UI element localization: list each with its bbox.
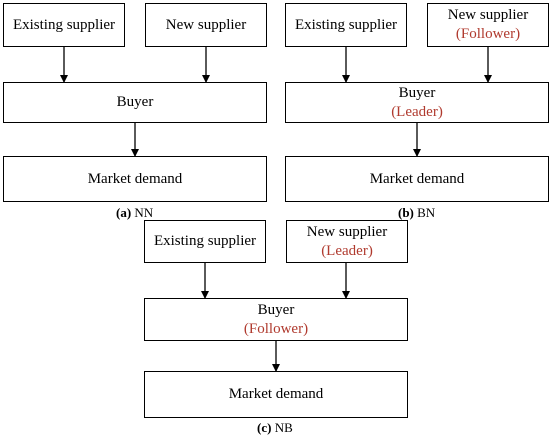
bn-buyer-label: Buyer bbox=[398, 84, 436, 101]
nb-new-supplier-box: New supplier (Leader) bbox=[286, 220, 408, 263]
bn-buyer-box: Buyer (Leader) bbox=[285, 82, 549, 123]
nb-caption-tag: (c) bbox=[257, 420, 272, 435]
nb-market-demand-label: Market demand bbox=[228, 386, 324, 402]
nb-buyer-label: Buyer bbox=[257, 301, 295, 318]
nb-new-supplier-role: (Leader) bbox=[321, 242, 373, 259]
nn-caption-tag: (a) bbox=[116, 205, 132, 220]
nn-market-demand-label: Market demand bbox=[87, 170, 183, 187]
nn-existing-supplier-label: Existing supplier bbox=[12, 16, 116, 33]
bn-new-supplier-role: (Follower) bbox=[455, 26, 521, 42]
bn-market-demand-label: Market demand bbox=[369, 170, 465, 187]
nb-buyer-role: (Follower) bbox=[243, 320, 309, 337]
nb-buyer-box: Buyer (Follower) bbox=[144, 298, 408, 341]
bn-existing-supplier-label: Existing supplier bbox=[294, 16, 398, 33]
nn-existing-supplier-box: Existing supplier bbox=[3, 3, 125, 47]
bn-caption-text: BN bbox=[417, 205, 436, 220]
nn-market-demand-box: Market demand bbox=[3, 156, 267, 202]
bn-market-demand-box: Market demand bbox=[285, 156, 549, 202]
nn-buyer-label: Buyer bbox=[116, 94, 154, 110]
nn-new-supplier-box: New supplier bbox=[145, 3, 267, 47]
nb-caption-text: NB bbox=[274, 420, 293, 435]
nb-existing-supplier-label: Existing supplier bbox=[153, 233, 257, 249]
bn-buyer-role: (Leader) bbox=[391, 103, 443, 120]
bn-caption: (b) BN bbox=[398, 205, 435, 221]
nn-caption-text: NN bbox=[134, 205, 154, 220]
nb-new-supplier-label: New supplier bbox=[306, 223, 388, 240]
bn-caption-tag: (b) bbox=[398, 205, 414, 220]
bn-existing-supplier-box: Existing supplier bbox=[285, 3, 407, 47]
bn-new-supplier-label: New supplier bbox=[447, 7, 529, 23]
nn-caption: (a) NN bbox=[116, 205, 153, 221]
nb-market-demand-box: Market demand bbox=[144, 371, 408, 418]
bn-new-supplier-box: New supplier (Follower) bbox=[427, 3, 549, 47]
nn-buyer-box: Buyer bbox=[3, 82, 267, 123]
nn-new-supplier-label: New supplier bbox=[165, 16, 247, 33]
nb-caption: (c) NB bbox=[257, 420, 293, 436]
nb-existing-supplier-box: Existing supplier bbox=[144, 220, 266, 263]
